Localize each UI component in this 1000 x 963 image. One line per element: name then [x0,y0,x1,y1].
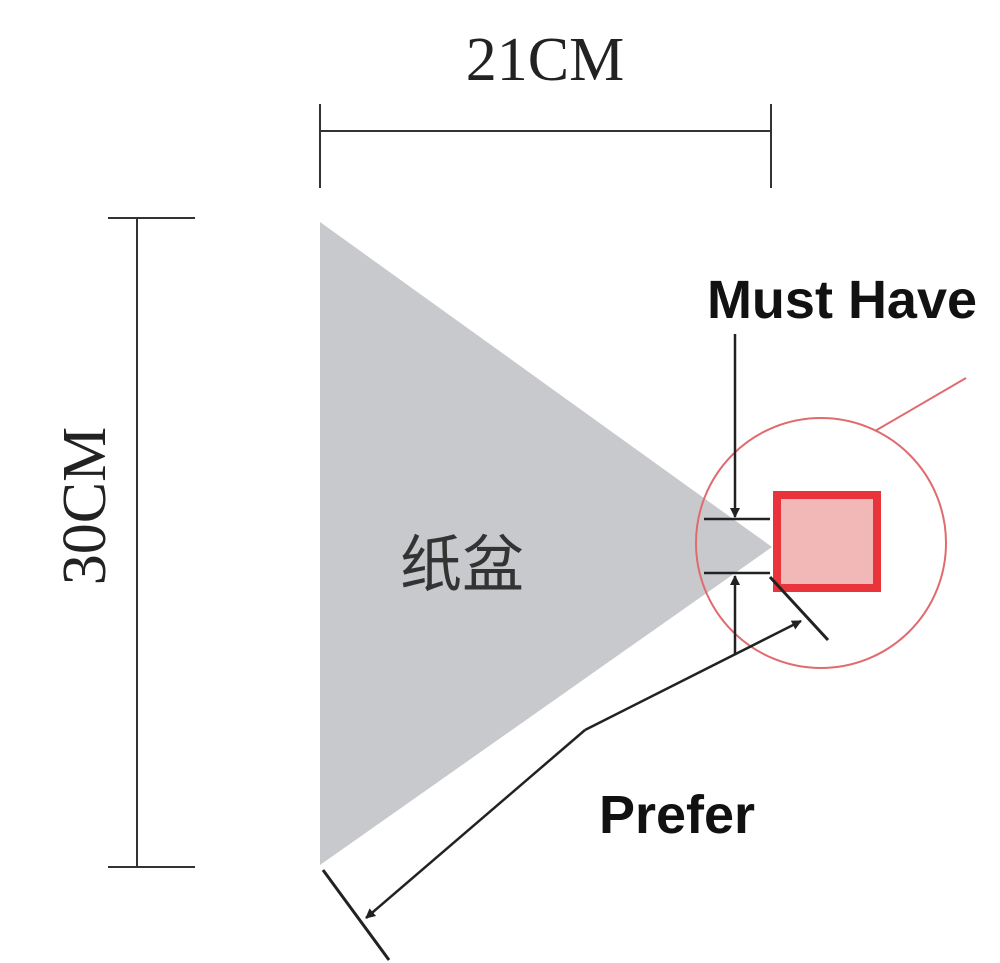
prefer-arrow-up-right [584,619,802,732]
height-dimension-label: 30CM [51,427,119,585]
highlighted-region [773,491,881,592]
must-have-label: Must Have [707,270,977,330]
prefer-tick-bottom [321,869,391,961]
must-have-dimension: Must Have [704,270,977,655]
magnifier-circle [695,417,947,669]
prefer-arrow-down-left [365,729,586,919]
paper-cone-shape [320,222,772,865]
width-dimension-label: 21CM [466,26,624,94]
height-dimension: 30CM [51,217,195,868]
paper-cone-label: 纸盆 [400,532,524,600]
width-dimension: 21CM [319,26,772,188]
prefer-dimension: Prefer [321,575,830,961]
magnifier-connector-line [874,377,967,432]
prefer-tick-top [768,575,830,642]
prefer-label: Prefer [599,785,755,845]
